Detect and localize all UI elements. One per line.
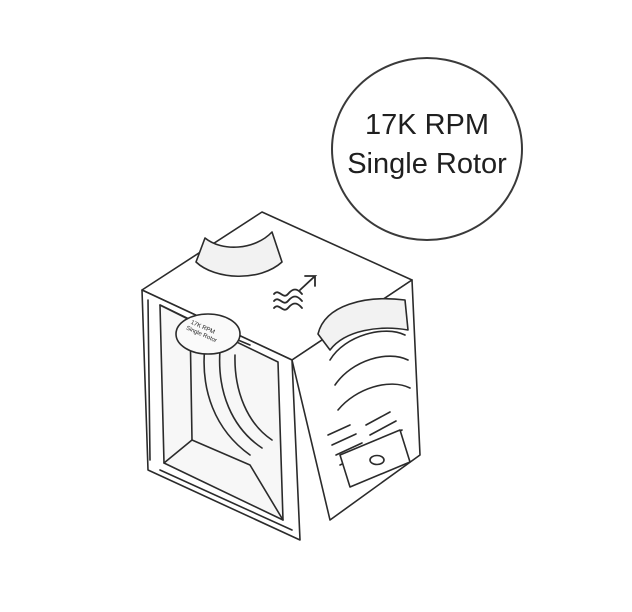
badge-rpm-text: 17K RPM	[364, 109, 490, 141]
top-cutout-left	[195, 231, 283, 277]
frame-rib-left	[147, 299, 151, 461]
frame-rib-bottom	[159, 469, 293, 531]
rear-rotor-arc-3	[337, 383, 411, 411]
badge-circle: 17K RPM Single Rotor	[331, 57, 523, 241]
rotor-blade-arc	[203, 344, 251, 456]
rotor-blade-arc-3	[234, 354, 273, 441]
top-cutout-right	[317, 297, 409, 351]
rear-rotor-arc	[329, 330, 406, 361]
rear-rotor-arc-2	[334, 355, 409, 386]
badge-rotor-text: Single Rotor	[347, 148, 507, 180]
opening-inner-edge	[159, 304, 193, 464]
rotor-blade-arc-2	[218, 349, 263, 449]
body-label-patch	[175, 313, 241, 355]
airflow-arrow-icon	[273, 275, 318, 311]
opening-floor	[191, 439, 284, 521]
mounting-hole	[369, 454, 385, 466]
